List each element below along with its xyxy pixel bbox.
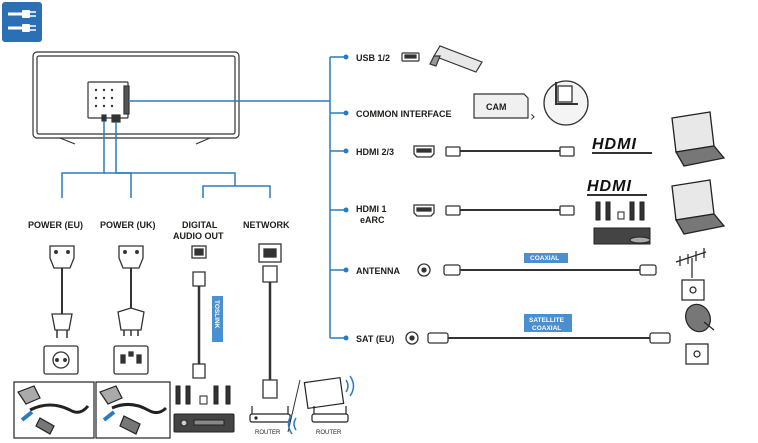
hdmi-logo-1: HDMI	[592, 136, 637, 153]
vesa-holes	[94, 88, 114, 108]
smart-card-icon	[543, 80, 589, 126]
antenna-cable	[417, 263, 657, 277]
cam-label: CAM	[486, 102, 507, 112]
tv-back-panel	[32, 51, 240, 145]
soundbar-device	[173, 385, 235, 433]
label-digital-audio-line2: AUDIO OUT	[173, 231, 224, 241]
router-wireless-label: ROUTER	[316, 430, 342, 436]
toslink-label: TOSLINK	[213, 300, 220, 329]
antenna-tower-icon	[675, 248, 707, 301]
router-wireless	[287, 375, 355, 435]
toslink-tag	[212, 296, 223, 342]
satellite-coaxial-tag	[524, 314, 572, 332]
toslink-cable	[191, 245, 207, 379]
satellite-dish-icon	[685, 303, 715, 365]
home-theater-icon	[593, 201, 651, 245]
router-wired	[249, 406, 291, 423]
power-eu-cable	[43, 245, 79, 375]
connection-dots	[343, 54, 349, 341]
power-uk-cable	[113, 245, 149, 375]
router-wired-label: ROUTER	[255, 430, 281, 436]
hdmi23-cable	[413, 145, 575, 158]
divider-slash	[287, 379, 301, 433]
label-hdmi23: HDMI 2/3	[356, 147, 394, 157]
arrow-chevron-icon: ›	[530, 109, 536, 125]
coaxial-label: COAXIAL	[530, 255, 559, 262]
sat-cable	[405, 331, 671, 345]
hdmi-logo-2-underline	[587, 194, 647, 196]
satellite-label-line2: COAXIAL	[532, 325, 561, 332]
network-cable	[258, 243, 282, 399]
label-digital-audio-line1: DIGITAL	[182, 220, 218, 230]
connection-lines	[61, 56, 345, 339]
cam-module-icon: CAM	[473, 93, 529, 119]
laptop-icon-1	[671, 111, 726, 167]
laptop-icon-2	[671, 179, 726, 235]
usb-port-icon	[401, 52, 420, 62]
satellite-label-line1: SATELLITE	[529, 317, 565, 324]
label-usb: USB 1/2	[356, 53, 390, 63]
label-power-eu: POWER (EU)	[28, 220, 83, 230]
usb-stick-icon	[429, 45, 483, 73]
label-network: NETWORK	[243, 220, 290, 230]
power-eu-plug-illustration	[13, 381, 95, 439]
power-uk-plug-illustration	[95, 381, 171, 439]
label-common-interface: COMMON INTERFACE	[356, 109, 452, 119]
label-sat: SAT (EU)	[356, 334, 394, 344]
coaxial-tag	[524, 253, 568, 263]
label-power-uk: POWER (UK)	[100, 220, 156, 230]
label-antenna: ANTENNA	[356, 266, 400, 276]
label-hdmi1-line2: eARC	[360, 215, 385, 225]
label-hdmi1-line1: HDMI 1	[356, 204, 387, 214]
cable-connection-icon	[2, 2, 42, 42]
hdmi-logo-1-underline	[592, 152, 652, 154]
hdmi1-cable	[413, 204, 575, 217]
hdmi-logo-2: HDMI	[587, 178, 632, 195]
